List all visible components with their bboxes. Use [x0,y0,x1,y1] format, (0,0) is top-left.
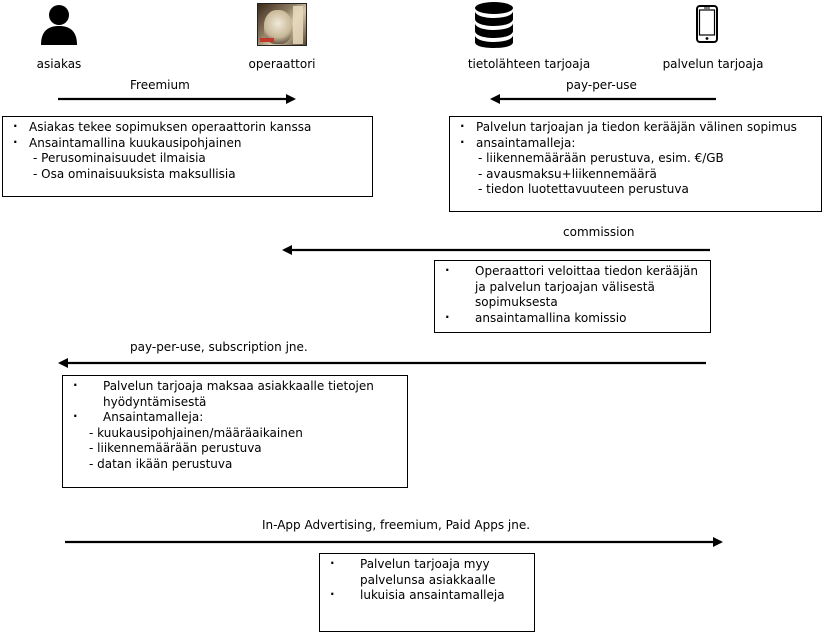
box-line: Asiakas tekee sopimuksen operaattorin ka… [3,119,372,136]
box-line: Palvelun tarjoaja maksaa asiakkaalle tie… [63,378,403,410]
in-app-box: Palvelun tarjoaja myy palvelunsa asiakka… [319,553,535,632]
box-line: Operaattori veloittaa tiedon kerääjän ja… [435,263,706,311]
service-provider-label: palvelun tarjoaja [662,57,764,71]
box-line: Ansaintamallina kuukausipohjainen [3,135,372,152]
subscription-box: Palvelun tarjoaja maksaa asiakkaalle tie… [62,375,408,488]
box-line: Ansaintamalleja: [63,409,403,426]
in-app-label: In-App Advertising, freemium, Paid Apps … [262,518,531,532]
freemium-box: Asiakas tekee sopimuksen operaattorin ka… [2,116,373,197]
pay-per-use-label: pay-per-use [566,78,637,92]
freemium-label: Freemium [130,78,190,92]
book-cover-image [257,3,307,46]
commission-label: commission [563,225,635,239]
database-icon [475,2,513,48]
box-line: lukuisia ansaintamalleja [320,587,530,604]
box-line: - Osa ominaisuuksista maksullisia [33,166,236,181]
smartphone-icon [696,5,718,43]
box-line: - kuukausipohjainen/määräaikainen [89,425,303,440]
pay-per-use-box: Palvelun tarjoajan ja tiedon kerääjän vä… [449,116,822,212]
box-line: - liikennemäärään perustuva [89,441,262,455]
box-line: - avausmaksu+liikennemäärä [478,166,657,181]
subscription-label: pay-per-use, subscription jne. [130,340,308,354]
box-line: Palvelun tarjoaja myy palvelunsa asiakka… [320,556,530,588]
box-line: - Perusominaisuudet ilmaisia [33,151,206,165]
data-provider-label: tietolähteen tarjoaja [467,57,591,71]
box-line: - liikennemäärään perustuva, esim. €/GB [478,151,724,165]
box-line: - tiedon luotettavuuteen perustuva [478,182,689,196]
commission-box: Operaattori veloittaa tiedon kerääjän ja… [434,260,711,333]
operator-label: operaattori [248,57,316,71]
person-icon [41,5,77,45]
customer-label: asiakas [36,57,82,71]
box-line: ansaintamalleja: [450,135,821,152]
box-line: - datan ikään perustuva [89,456,233,471]
box-line: Palvelun tarjoajan ja tiedon kerääjän vä… [450,119,821,136]
box-line: ansaintamallina komissio [435,310,706,327]
